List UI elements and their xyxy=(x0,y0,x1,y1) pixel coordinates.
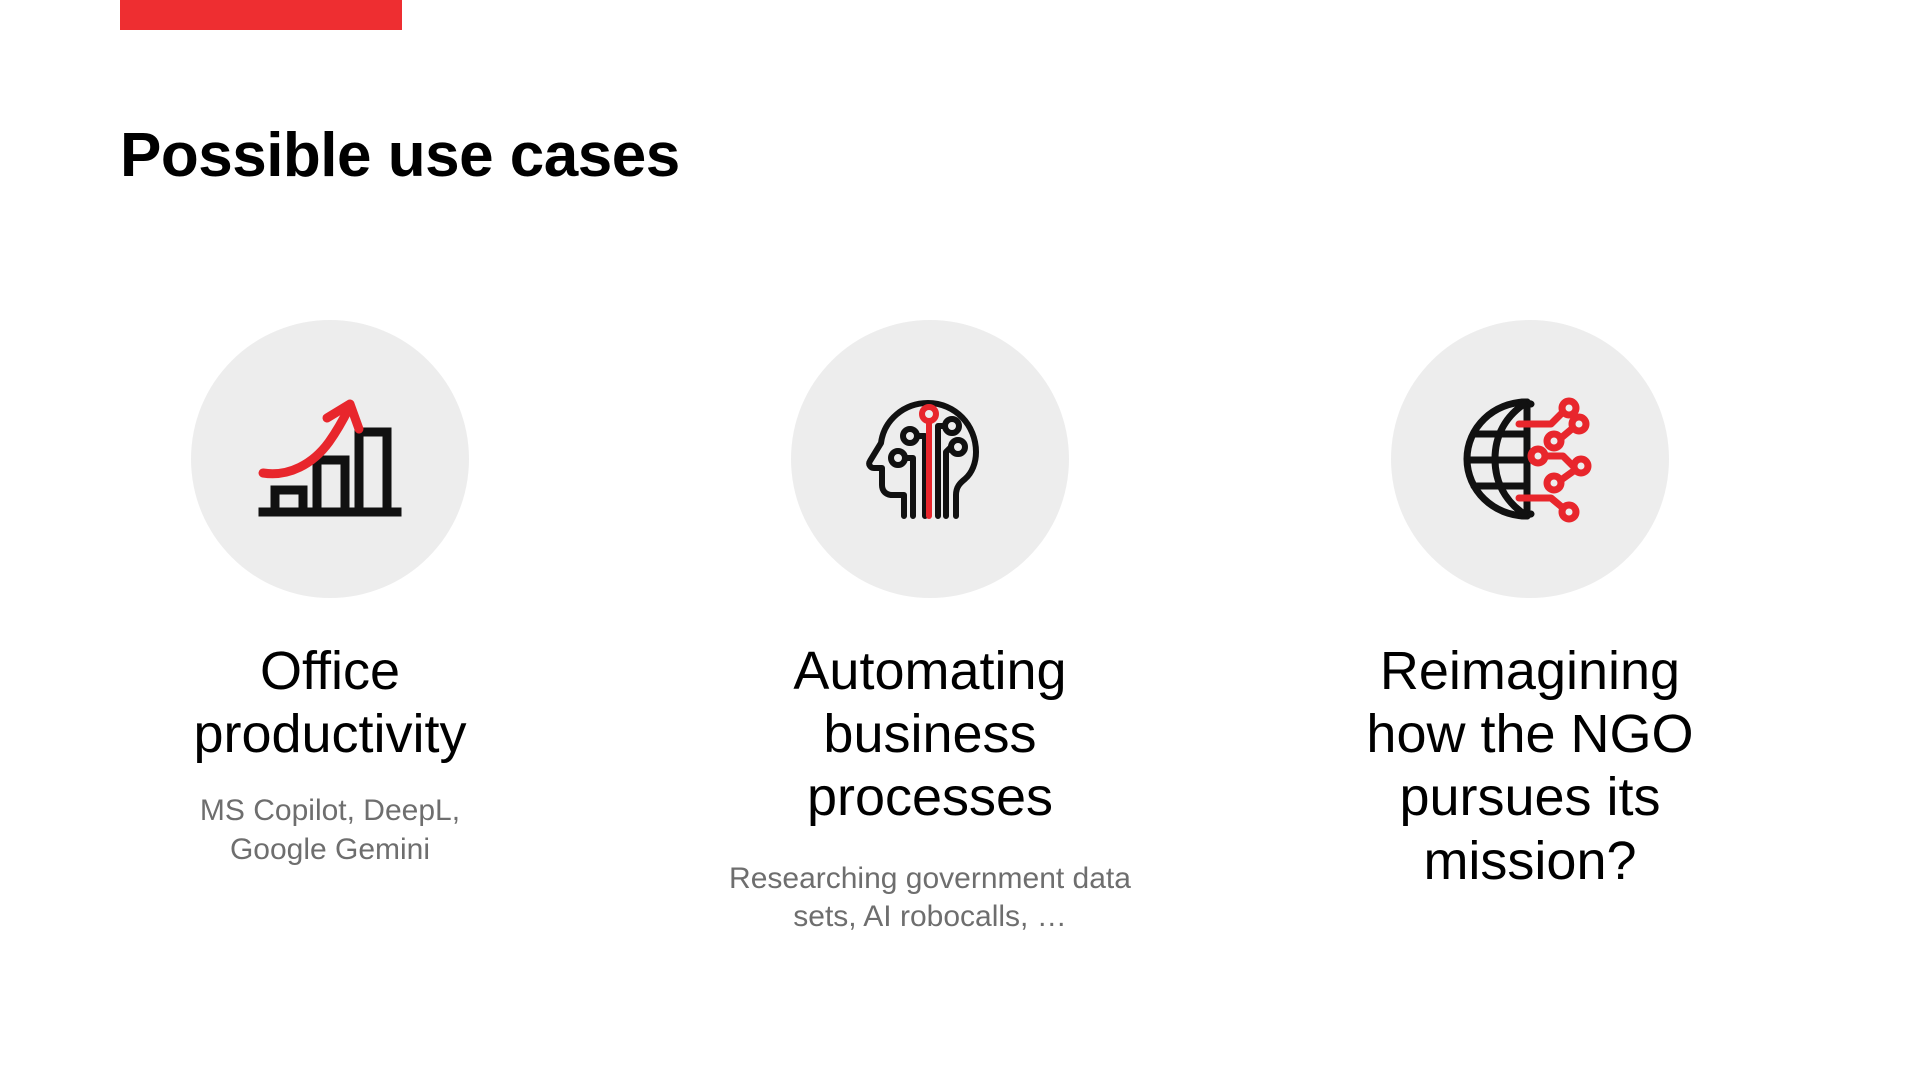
use-case-card-reimagining-mission[interactable]: Reimagining how the NGO pursues its miss… xyxy=(1320,320,1740,919)
icon-circle-automating-business-processes xyxy=(791,320,1069,598)
use-case-columns: Office productivity MS Copilot, DeepL, G… xyxy=(120,320,1820,936)
globe-network-icon xyxy=(1455,394,1605,524)
bar-chart-growth-icon xyxy=(255,394,405,524)
accent-bar xyxy=(120,0,402,30)
card-caption: Researching government data sets, AI rob… xyxy=(729,861,1131,933)
ai-brain-head-icon xyxy=(860,389,1000,529)
use-case-card-office-productivity[interactable]: Office productivity MS Copilot, DeepL, G… xyxy=(120,320,540,869)
icon-circle-office-productivity xyxy=(191,320,469,598)
page-title: Possible use cases xyxy=(120,121,680,190)
card-heading: Office productivity xyxy=(193,641,467,765)
card-caption: MS Copilot, DeepL, Google Gemini xyxy=(199,794,461,866)
card-heading: Reimagining how the NGO pursues its miss… xyxy=(1366,641,1694,891)
card-heading: Automating business processes xyxy=(793,641,1067,828)
use-case-card-automating-business-processes[interactable]: Automating business processes Researchin… xyxy=(720,320,1140,936)
icon-circle-reimagining-mission xyxy=(1391,320,1669,598)
